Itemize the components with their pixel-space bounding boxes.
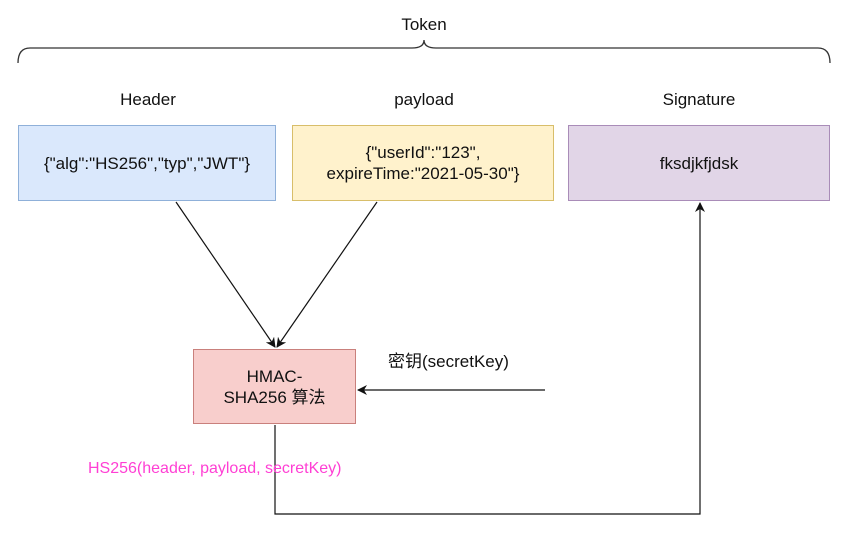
arrow-payload-to-hmac [276, 201, 378, 348]
hmac-line1: HMAC- [246, 366, 303, 386]
payload-content-line1: {"userId":"123", [365, 143, 481, 162]
hmac-algorithm-box: HMAC- SHA256 算法 [193, 349, 356, 424]
signature-content: fksdjkfjdsk [659, 153, 739, 173]
arrow-header-to-hmac [175, 201, 276, 348]
token-brace [17, 39, 831, 64]
payload-box: {"userId":"123", expireTime:"2021-05-30"… [292, 125, 554, 201]
hs256-formula: HS256(header, payload, secretKey) [88, 460, 342, 477]
header-title: Header [120, 90, 176, 109]
hmac-line2: SHA256 算法 [223, 387, 326, 407]
signature-box: fksdjkfjdsk [568, 125, 830, 201]
payload-content-line2: expireTime:"2021-05-30"} [326, 164, 520, 183]
arrow-hmac-to-signature [274, 202, 705, 515]
token-label: Token [401, 15, 447, 34]
secret-key-label: 密钥(secretKey) [388, 352, 509, 371]
payload-title: payload [394, 90, 454, 109]
header-content: {"alg":"HS256","typ","JWT"} [43, 153, 251, 173]
signature-title: Signature [662, 90, 736, 109]
header-box: {"alg":"HS256","typ","JWT"} [18, 125, 276, 201]
